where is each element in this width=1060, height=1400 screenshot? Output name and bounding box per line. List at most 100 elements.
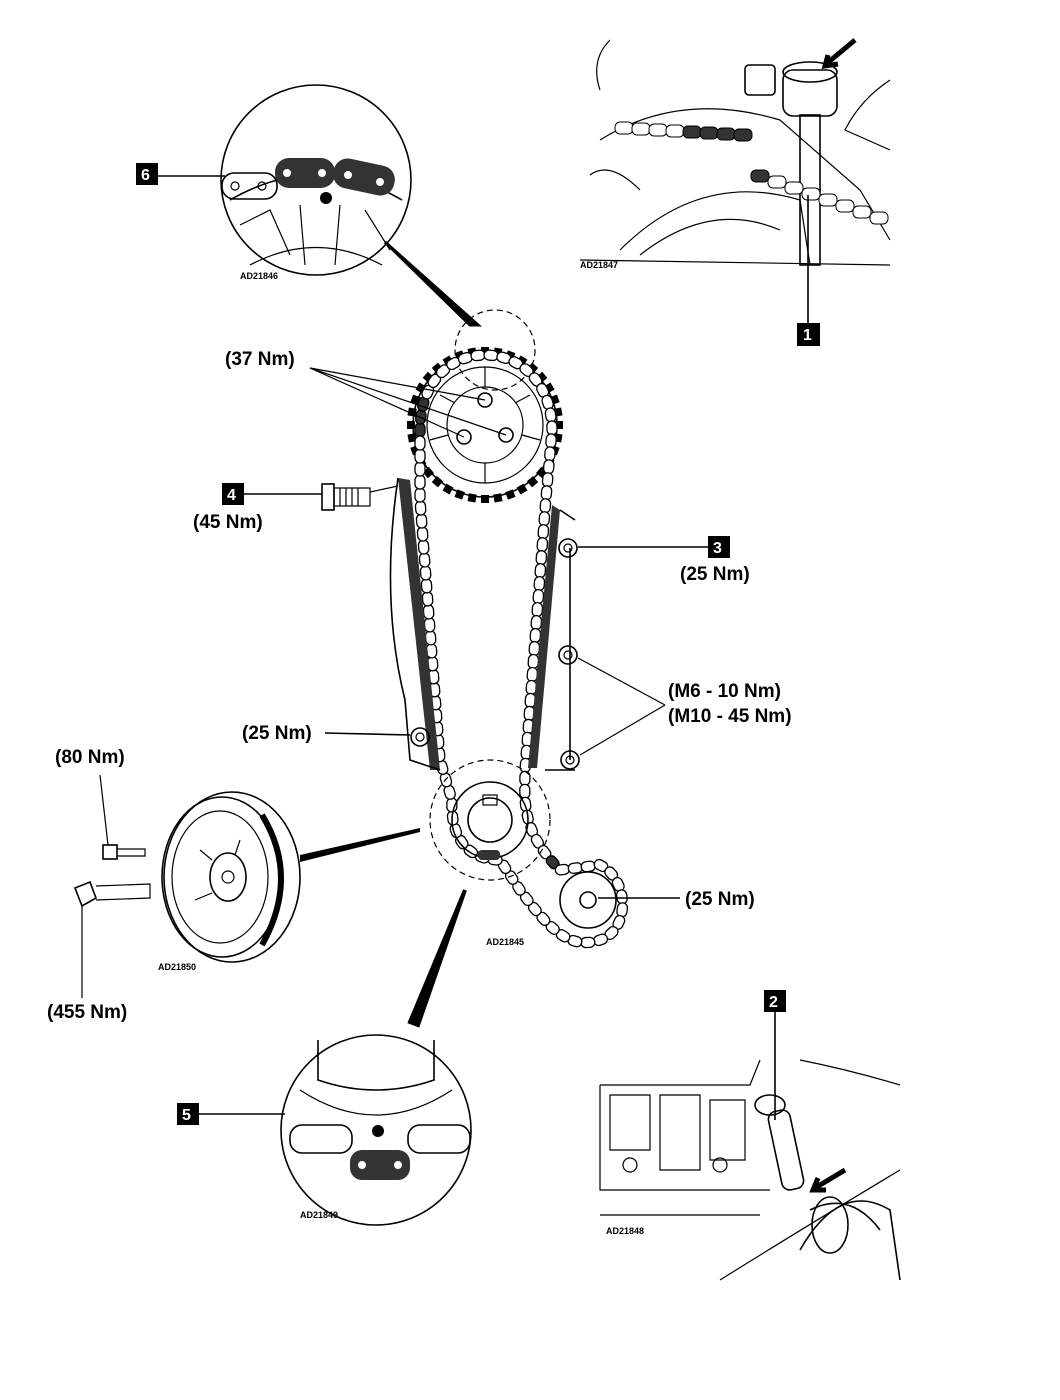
sprocket-tooth (526, 476, 539, 488)
chain-link (699, 126, 719, 140)
chain-link (535, 550, 548, 566)
svg-text:4: 4 (227, 487, 236, 504)
chain-link (784, 181, 804, 195)
chain-link (415, 513, 428, 529)
chain-link (414, 435, 426, 451)
timing-link-dark (275, 158, 335, 188)
chain-link (418, 552, 431, 568)
sprocket-tooth (505, 489, 516, 500)
chain-link (869, 211, 889, 225)
chain-link (580, 860, 596, 873)
chain-link (541, 472, 554, 488)
sprocket-tooth (481, 347, 489, 355)
camshaft-locking-photo: AD21847 (579, 38, 891, 270)
svg-text:AD21848: AD21848 (606, 1226, 644, 1236)
svg-text:1: 1 (803, 327, 812, 344)
chain-link (835, 199, 855, 213)
chain-link (470, 349, 486, 362)
chain-link (414, 500, 427, 516)
svg-text:(25 Nm): (25 Nm) (242, 723, 312, 744)
chain-link (631, 122, 651, 136)
chain-link (420, 578, 433, 594)
crankshaft-locking-photo: AD21848 (599, 1059, 901, 1281)
camshaft-sprocket (407, 347, 563, 503)
chain-link (546, 420, 558, 436)
torque-camshaft: (37 Nm) (225, 349, 295, 370)
sprocket-tooth (493, 493, 503, 503)
chain-link (422, 604, 435, 620)
sprocket-tooth (431, 476, 444, 488)
chain-link (421, 591, 434, 607)
svg-text:(M10 - 45 Nm): (M10 - 45 Nm) (668, 706, 792, 727)
sprocket-tooth (454, 489, 465, 500)
chain-link (580, 936, 596, 949)
chain-link (545, 433, 557, 449)
chain-link (567, 862, 583, 874)
svg-text:3: 3 (713, 540, 722, 557)
svg-text:(25 Nm): (25 Nm) (685, 889, 755, 910)
callout-6 (136, 163, 158, 185)
svg-text:AD21847: AD21847 (580, 260, 618, 270)
svg-text:(80 Nm): (80 Nm) (55, 747, 125, 768)
timing-mark-dot (320, 192, 332, 204)
bottom-detail-inset: AD21849 (280, 1034, 472, 1226)
chain-link (536, 537, 549, 553)
figure-code: AD21846 (240, 271, 278, 281)
chain-link (648, 123, 668, 137)
chain-link (716, 127, 736, 141)
chain-link (414, 487, 426, 503)
leader-wedge (383, 240, 482, 327)
chain-link (414, 474, 426, 490)
callout-2 (764, 990, 786, 1012)
chain-link (419, 565, 432, 581)
chain-link (423, 617, 436, 633)
chain-link (542, 459, 555, 475)
chain-link (540, 485, 553, 501)
chain-link (416, 526, 429, 542)
svg-text:AD21845: AD21845 (486, 937, 524, 947)
chain-link (533, 575, 546, 592)
chain-link (818, 193, 838, 207)
svg-text:6: 6 (141, 167, 150, 184)
chain-link (615, 889, 628, 905)
chain-link (414, 461, 426, 477)
callout-3 (708, 536, 730, 558)
chain-link (532, 588, 545, 605)
chain-link (750, 169, 770, 183)
sprocket-tooth (407, 421, 415, 429)
chain-link (539, 498, 552, 514)
chain-link (544, 446, 556, 462)
svg-text:AD21850: AD21850 (158, 962, 196, 972)
chain-link (528, 640, 541, 657)
chain-link (554, 863, 571, 876)
chain-link (417, 539, 430, 555)
chain-link (537, 524, 550, 540)
chain-link (852, 205, 872, 219)
chain-link (414, 448, 426, 464)
crankshaft-pulley (161, 791, 301, 963)
svg-text:(25 Nm): (25 Nm) (680, 564, 750, 585)
leader-wedge (300, 828, 420, 862)
chain-link (531, 601, 544, 618)
chain-link (801, 187, 821, 201)
timing-chain (414, 349, 629, 949)
chain-link (665, 124, 685, 138)
chain-link (530, 614, 543, 631)
sprocket-tooth (467, 493, 477, 503)
chain-link (767, 175, 787, 189)
svg-text:AD21849: AD21849 (300, 1210, 338, 1220)
svg-text:2: 2 (769, 994, 778, 1011)
detail-circle-top (454, 309, 536, 391)
leader-wedge (407, 889, 467, 1028)
callout-1 (797, 323, 820, 346)
chain-link (414, 422, 426, 438)
callout-5 (177, 1103, 199, 1125)
chain-link (527, 653, 540, 670)
sprocket-tooth (481, 495, 489, 503)
top-detail-inset: AD21846 (220, 84, 412, 281)
timing-mark-dot (372, 1125, 384, 1137)
chain-link (682, 125, 702, 139)
chain-link (733, 128, 753, 142)
svg-text:(M6 - 10 Nm): (M6 - 10 Nm) (668, 681, 781, 702)
sprocket-tooth (442, 483, 454, 495)
